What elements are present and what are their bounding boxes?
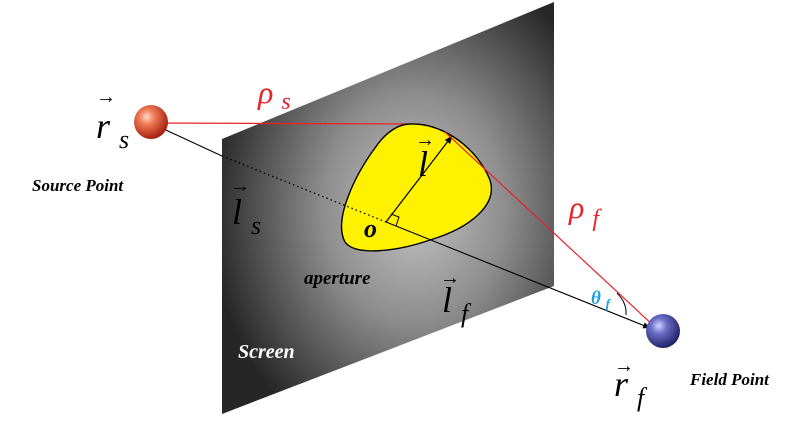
origin-label: o [364,214,377,243]
field-point-label: Field Point [689,370,770,389]
r-f-arrow: → [614,355,634,377]
r-f-symbol: r [614,364,629,404]
theta-f-arc [616,292,627,316]
l-vector [385,135,453,223]
svg-text:l f: l f [442,280,472,328]
rho-s-symbol: ρ [257,74,273,110]
r-s-arrow: → [96,86,116,108]
svg-text:l s: l s [232,192,261,240]
r-f-subscript: f [637,383,648,412]
source-point-label: Source Point [32,176,124,195]
l-f-arrow: → [440,267,460,289]
l-s-symbol: l [232,192,242,232]
rho-f-symbol: ρ [568,189,584,225]
aperture-shape [340,123,493,252]
l-s-subscript: s [251,211,261,240]
l-f-vector [385,221,651,329]
svg-text:r f: r f [614,364,648,412]
svg-text:r s: r s [96,106,129,154]
theta-f-subscript: f [606,296,612,311]
field-point-sphere [646,314,680,348]
rho-f-subscript: f [592,206,602,232]
l-s-arrow: → [230,175,250,197]
right-angle-marker [390,213,400,227]
l-symbol: l [418,144,428,184]
r-s-subscript: s [119,125,129,154]
r-s-symbol: r [96,106,111,146]
aperture-label: aperture [304,268,371,289]
rho-s-subscript: s [281,89,290,115]
l-s-vector [154,124,223,157]
svg-text:ρ s: ρ s [257,74,291,115]
l-arrow: → [415,129,435,151]
l-f-symbol: l [442,280,452,320]
rho-f-line [444,131,656,328]
screen-label: Screen [238,341,295,363]
svg-text:ρ f: ρ f [568,189,602,232]
l-f-subscript: f [461,299,472,328]
svg-text:θ f: θ f [591,288,612,311]
source-point-sphere [134,105,168,139]
theta-f-symbol: θ [591,288,601,309]
